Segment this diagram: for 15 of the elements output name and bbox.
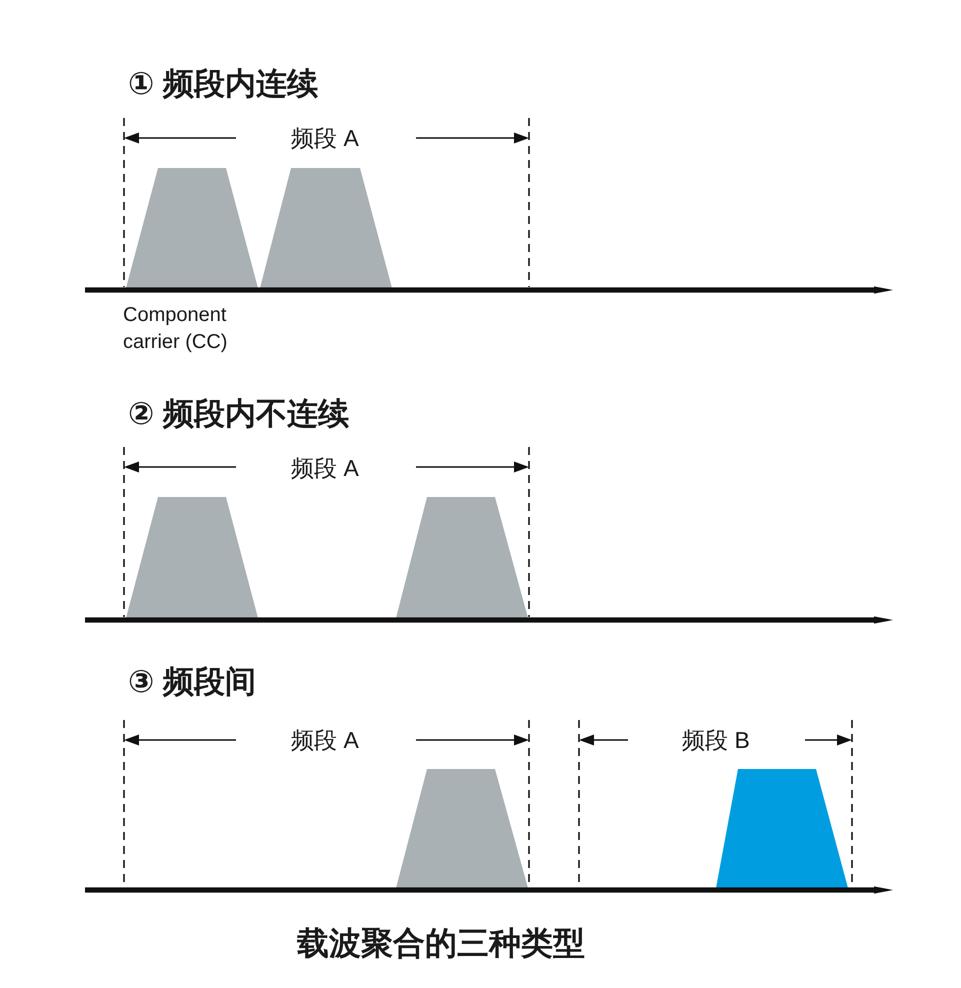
carrier-label: Component carrier (CC) [123,303,228,355]
band-label: 频段 B [682,727,750,754]
band-label: 频段 A [291,455,359,482]
figure-caption: 载波聚合的三种类型 [297,925,585,962]
carrier-trapezoid [716,769,848,888]
section-heading: ③ 频段间 [128,664,256,700]
carrier-trapezoid [260,168,392,288]
carrier-trapezoid [396,769,528,888]
carrier-trapezoid [126,168,258,288]
section-heading: ② 频段内不连续 [128,396,349,432]
band-label: 频段 A [291,727,359,754]
section-heading: ① 频段内连续 [128,66,318,102]
carrier-trapezoid [126,497,258,618]
band-label: 频段 A [291,125,359,152]
carrier-trapezoid [396,497,528,618]
